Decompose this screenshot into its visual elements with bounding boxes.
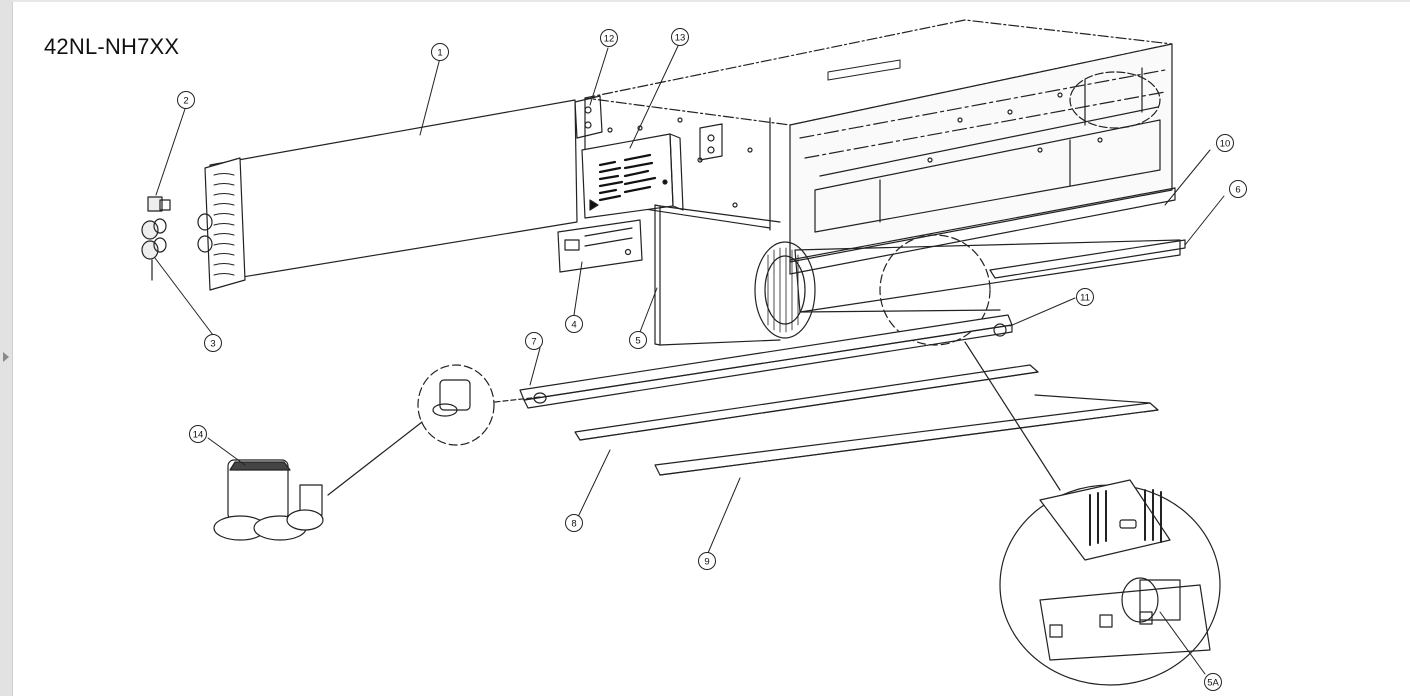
callout-label-8: 8 xyxy=(571,518,576,529)
callout-label-3: 3 xyxy=(210,338,215,349)
callout-label-10: 10 xyxy=(1220,138,1231,149)
callout-circle-3 xyxy=(204,334,222,352)
blower-wheel xyxy=(754,234,1181,346)
callout-circle-12 xyxy=(600,29,618,47)
left-panel-rail xyxy=(0,0,13,696)
callout-label-1: 1 xyxy=(437,47,442,58)
callout-label-9: 9 xyxy=(704,556,709,567)
coil-assembly xyxy=(197,99,578,291)
callout-circle-13 xyxy=(671,28,689,46)
filter-and-panel xyxy=(789,187,1186,279)
callout-circle-9 xyxy=(698,552,716,570)
callout-label-13: 13 xyxy=(675,32,686,43)
callout-circle-2 xyxy=(177,91,195,109)
callout-circle-11 xyxy=(1076,288,1094,306)
callout-label-14: 14 xyxy=(193,429,204,440)
callout-label-4: 4 xyxy=(571,319,576,330)
callout-circle-14 xyxy=(189,425,207,443)
callout-label-6: 6 xyxy=(1235,184,1240,195)
callout-label-5: 5 xyxy=(635,335,640,346)
callout-circle-5a xyxy=(1204,673,1222,691)
callout-circle-5 xyxy=(629,331,647,349)
callout-circle-4 xyxy=(565,315,583,333)
top-divider xyxy=(12,0,1410,2)
callout-circle-1 xyxy=(431,43,449,61)
drain-pan xyxy=(519,314,1013,409)
bottom-panels xyxy=(574,364,1159,476)
electrical-control-box xyxy=(581,133,684,219)
main-cabinet xyxy=(574,19,1173,263)
callout-label-5a: 5A xyxy=(1207,677,1219,688)
leader-lines xyxy=(154,45,1225,675)
callout-label-11: 11 xyxy=(1080,292,1090,303)
motor-detail xyxy=(964,341,1221,686)
model-number-title: 42NL-NH7XX xyxy=(44,34,180,59)
valve-fittings xyxy=(141,196,171,281)
callout-circle-10 xyxy=(1216,134,1234,152)
callout-label-7: 7 xyxy=(531,336,536,347)
callout-label-2: 2 xyxy=(183,95,188,106)
callout-circle-7 xyxy=(525,332,543,350)
expand-arrow-icon[interactable] xyxy=(3,352,9,362)
mounting-bracket xyxy=(557,219,643,273)
callout-label-12: 12 xyxy=(604,33,615,44)
side-panel xyxy=(654,204,781,346)
condensate-pump xyxy=(213,364,541,541)
callout-circle-8 xyxy=(565,514,583,532)
callout-circle-6 xyxy=(1229,180,1247,198)
